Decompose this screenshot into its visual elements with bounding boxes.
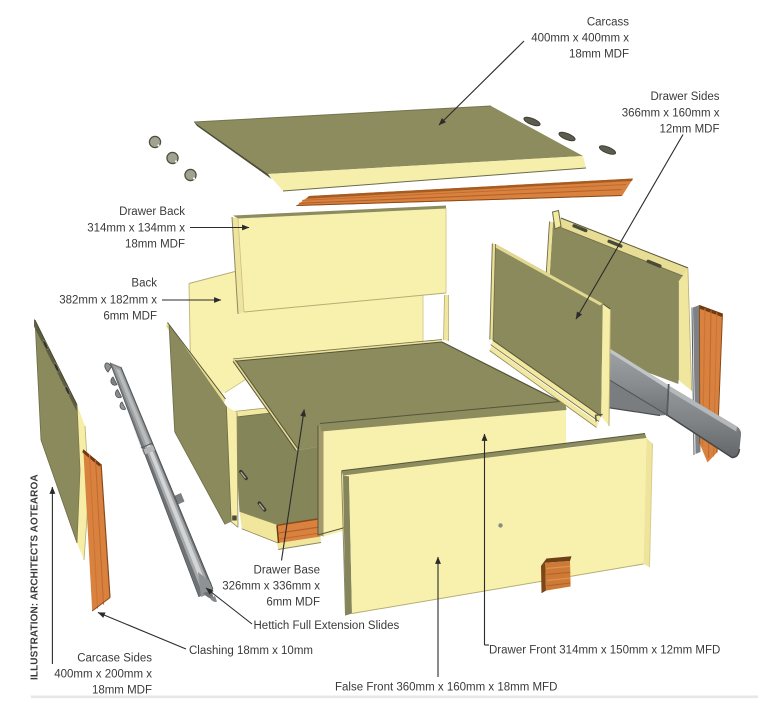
svg-text:False Front 360mm x 160mm x 18: False Front 360mm x 160mm x 18mm MFD xyxy=(335,682,557,694)
svg-text:326mm x 336mm x: 326mm x 336mm x xyxy=(222,581,320,593)
svg-text:18mm MDF: 18mm MDF xyxy=(569,49,629,61)
svg-text:Hettich Full Extension Slides: Hettich Full Extension Slides xyxy=(254,620,400,632)
svg-text:Drawer Base: Drawer Base xyxy=(254,565,320,577)
svg-text:Carcass: Carcass xyxy=(587,17,629,29)
svg-text:314mm x 134mm x: 314mm x 134mm x xyxy=(87,223,185,235)
svg-text:ILLUSTRATION: ARCHITECTS AOTEA: ILLUSTRATION: ARCHITECTS AOTEAROA xyxy=(30,474,41,680)
svg-text:366mm x 160mm x: 366mm x 160mm x xyxy=(622,108,720,120)
svg-text:Clashing 18mm x 10mm: Clashing 18mm x 10mm xyxy=(189,645,313,657)
svg-text:400mm x 400mm x: 400mm x 400mm x xyxy=(531,33,629,45)
svg-text:12mm MDF: 12mm MDF xyxy=(659,124,719,136)
svg-text:6mm MDF: 6mm MDF xyxy=(266,597,320,609)
svg-text:Drawer Front 314mm x 150mm x 1: Drawer Front 314mm x 150mm x 12mm MFD xyxy=(489,645,720,657)
svg-text:Carcase Sides: Carcase Sides xyxy=(77,653,152,665)
svg-text:Back: Back xyxy=(131,278,157,290)
svg-text:6mm MDF: 6mm MDF xyxy=(103,311,157,323)
svg-text:18mm MDF: 18mm MDF xyxy=(92,685,152,697)
svg-text:382mm x 182mm x: 382mm x 182mm x xyxy=(59,295,157,307)
svg-text:Drawer Back: Drawer Back xyxy=(119,206,185,218)
svg-text:Drawer Sides: Drawer Sides xyxy=(650,91,719,103)
svg-text:400mm x 200mm x: 400mm x 200mm x xyxy=(54,669,152,681)
svg-text:18mm MDF: 18mm MDF xyxy=(125,239,185,251)
